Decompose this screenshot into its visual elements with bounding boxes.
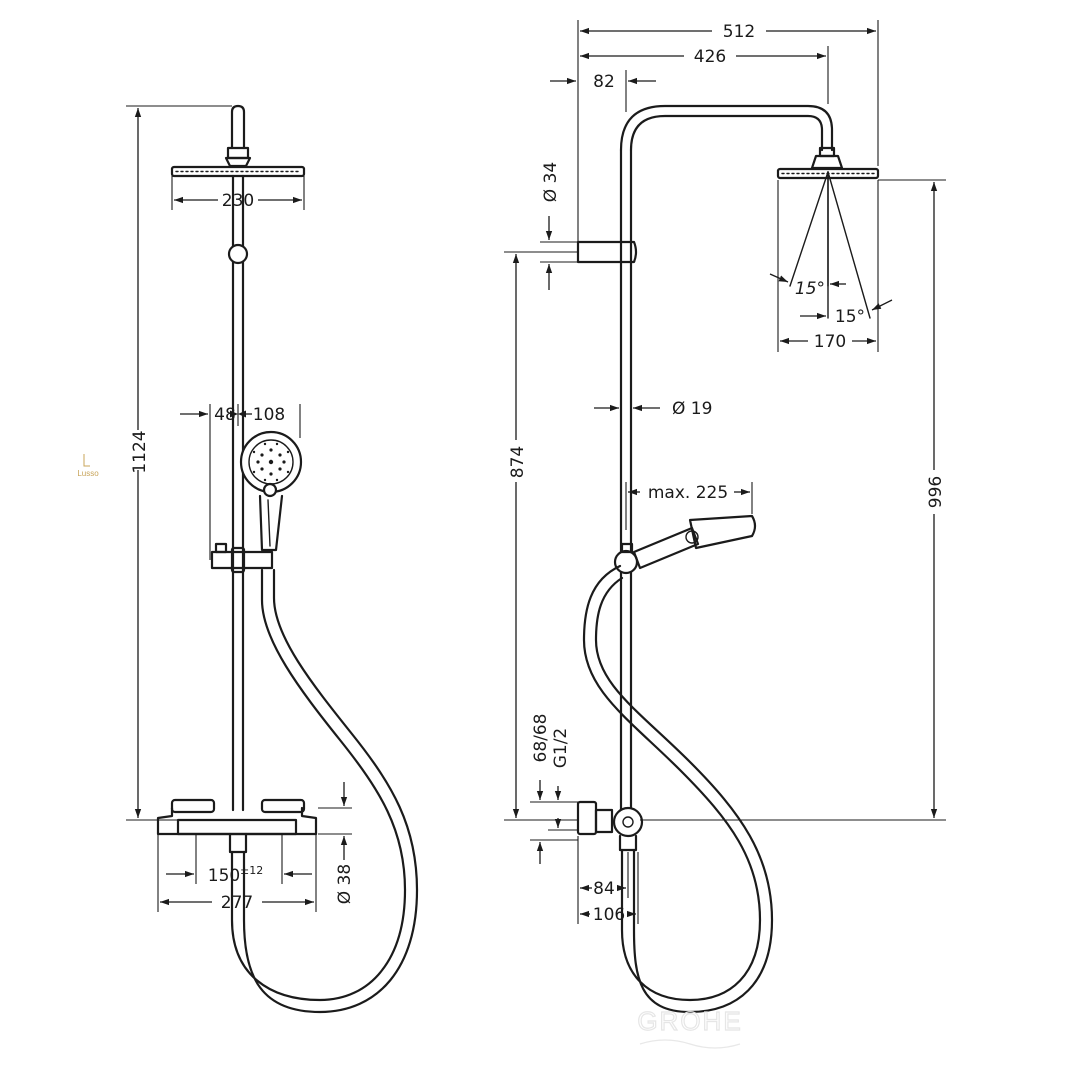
dim-225-label: max. 225 — [648, 483, 728, 503]
side-hand-shower-handle — [632, 526, 700, 570]
front-hose-inner — [242, 568, 419, 1014]
front-mixer-core — [176, 818, 298, 836]
angle-2-arrow-right — [871, 299, 893, 311]
dim-996-label: 996 — [926, 476, 946, 508]
front-slider-holder — [210, 550, 274, 570]
side-mixer-valve — [612, 806, 644, 838]
watermark-logo-icon — [83, 454, 90, 467]
side-mixer-valve-center — [622, 816, 634, 828]
side-view: 15° 15° 170 512 — [504, 20, 946, 1014]
side-hand-shower-button — [685, 530, 699, 544]
front-hand-shower-handle — [258, 494, 284, 552]
front-handle-grip — [267, 499, 271, 547]
dim-108-arrow — [238, 410, 246, 418]
dim-874-label: 874 — [508, 446, 528, 478]
side-mixer-outlet — [618, 834, 638, 852]
side-arm-inner — [629, 114, 824, 152]
dim-106-label: 106 — [593, 905, 625, 925]
angle-1-arrow-left — [769, 273, 789, 283]
side-mixer-body — [594, 808, 614, 834]
dim-48-label: 48 — [214, 405, 236, 425]
angle-2-label: 15° — [835, 307, 865, 327]
front-head-nut — [224, 156, 252, 168]
dim-48-arrow — [230, 410, 238, 418]
watermark-brand: GROHE — [637, 1006, 742, 1036]
dim-230-label: 230 — [222, 191, 254, 211]
dim-277-label: 277 — [221, 893, 253, 913]
front-hand-shower-button — [262, 482, 278, 498]
dim-170-label: 170 — [814, 332, 846, 352]
spray-line-1 — [789, 171, 829, 287]
front-head-connector — [226, 146, 250, 160]
dim-38-label: Ø 38 — [335, 864, 355, 904]
front-hand-shower-nozzles — [252, 442, 290, 482]
dim-150-label: 150 — [208, 866, 240, 886]
dim-512-label: 512 — [723, 22, 755, 42]
dim-1124-label: 1124 — [130, 430, 150, 473]
front-view: 1124 230 48 108 150 ±12 277 — [126, 104, 419, 1014]
dim-19-label: Ø 19 — [672, 399, 712, 419]
dim-108-label: 108 — [253, 405, 285, 425]
front-rail-joint — [227, 243, 249, 265]
front-overhead-shower — [170, 165, 306, 178]
side-slider-cap — [620, 542, 634, 554]
dim-34-label: Ø 34 — [541, 162, 561, 202]
angle-1-label: 15° — [795, 279, 825, 299]
front-slider-knob — [214, 542, 228, 554]
dim-82-label: 82 — [593, 72, 615, 92]
front-hose-outer — [230, 568, 407, 1002]
side-mixer-cap — [576, 800, 598, 836]
front-mixer-outlet — [228, 832, 248, 854]
front-mixer-handle-right — [260, 798, 306, 814]
front-slider-clamp — [230, 546, 246, 574]
front-mixer-handle-left — [170, 798, 216, 814]
side-wall-bracket — [576, 240, 638, 264]
dim-68-label: 68/68 — [531, 714, 551, 763]
front-riser-top — [230, 104, 246, 150]
dim-150-tolerance: ±12 — [240, 864, 263, 877]
side-arm-outer — [619, 104, 834, 152]
dim-g12-label: G1/2 — [551, 728, 571, 769]
side-hand-shower-head — [688, 514, 757, 550]
side-head-nut — [810, 154, 844, 170]
dim-84-label: 84 — [593, 879, 615, 899]
dim-426-label: 426 — [694, 47, 726, 67]
spray-line-4 — [827, 171, 871, 319]
watermark-wave-icon — [639, 1039, 741, 1049]
side-hose-inner — [594, 576, 774, 1014]
watermark-mark: Lusso — [77, 469, 99, 478]
side-hose-outer — [582, 564, 762, 1002]
